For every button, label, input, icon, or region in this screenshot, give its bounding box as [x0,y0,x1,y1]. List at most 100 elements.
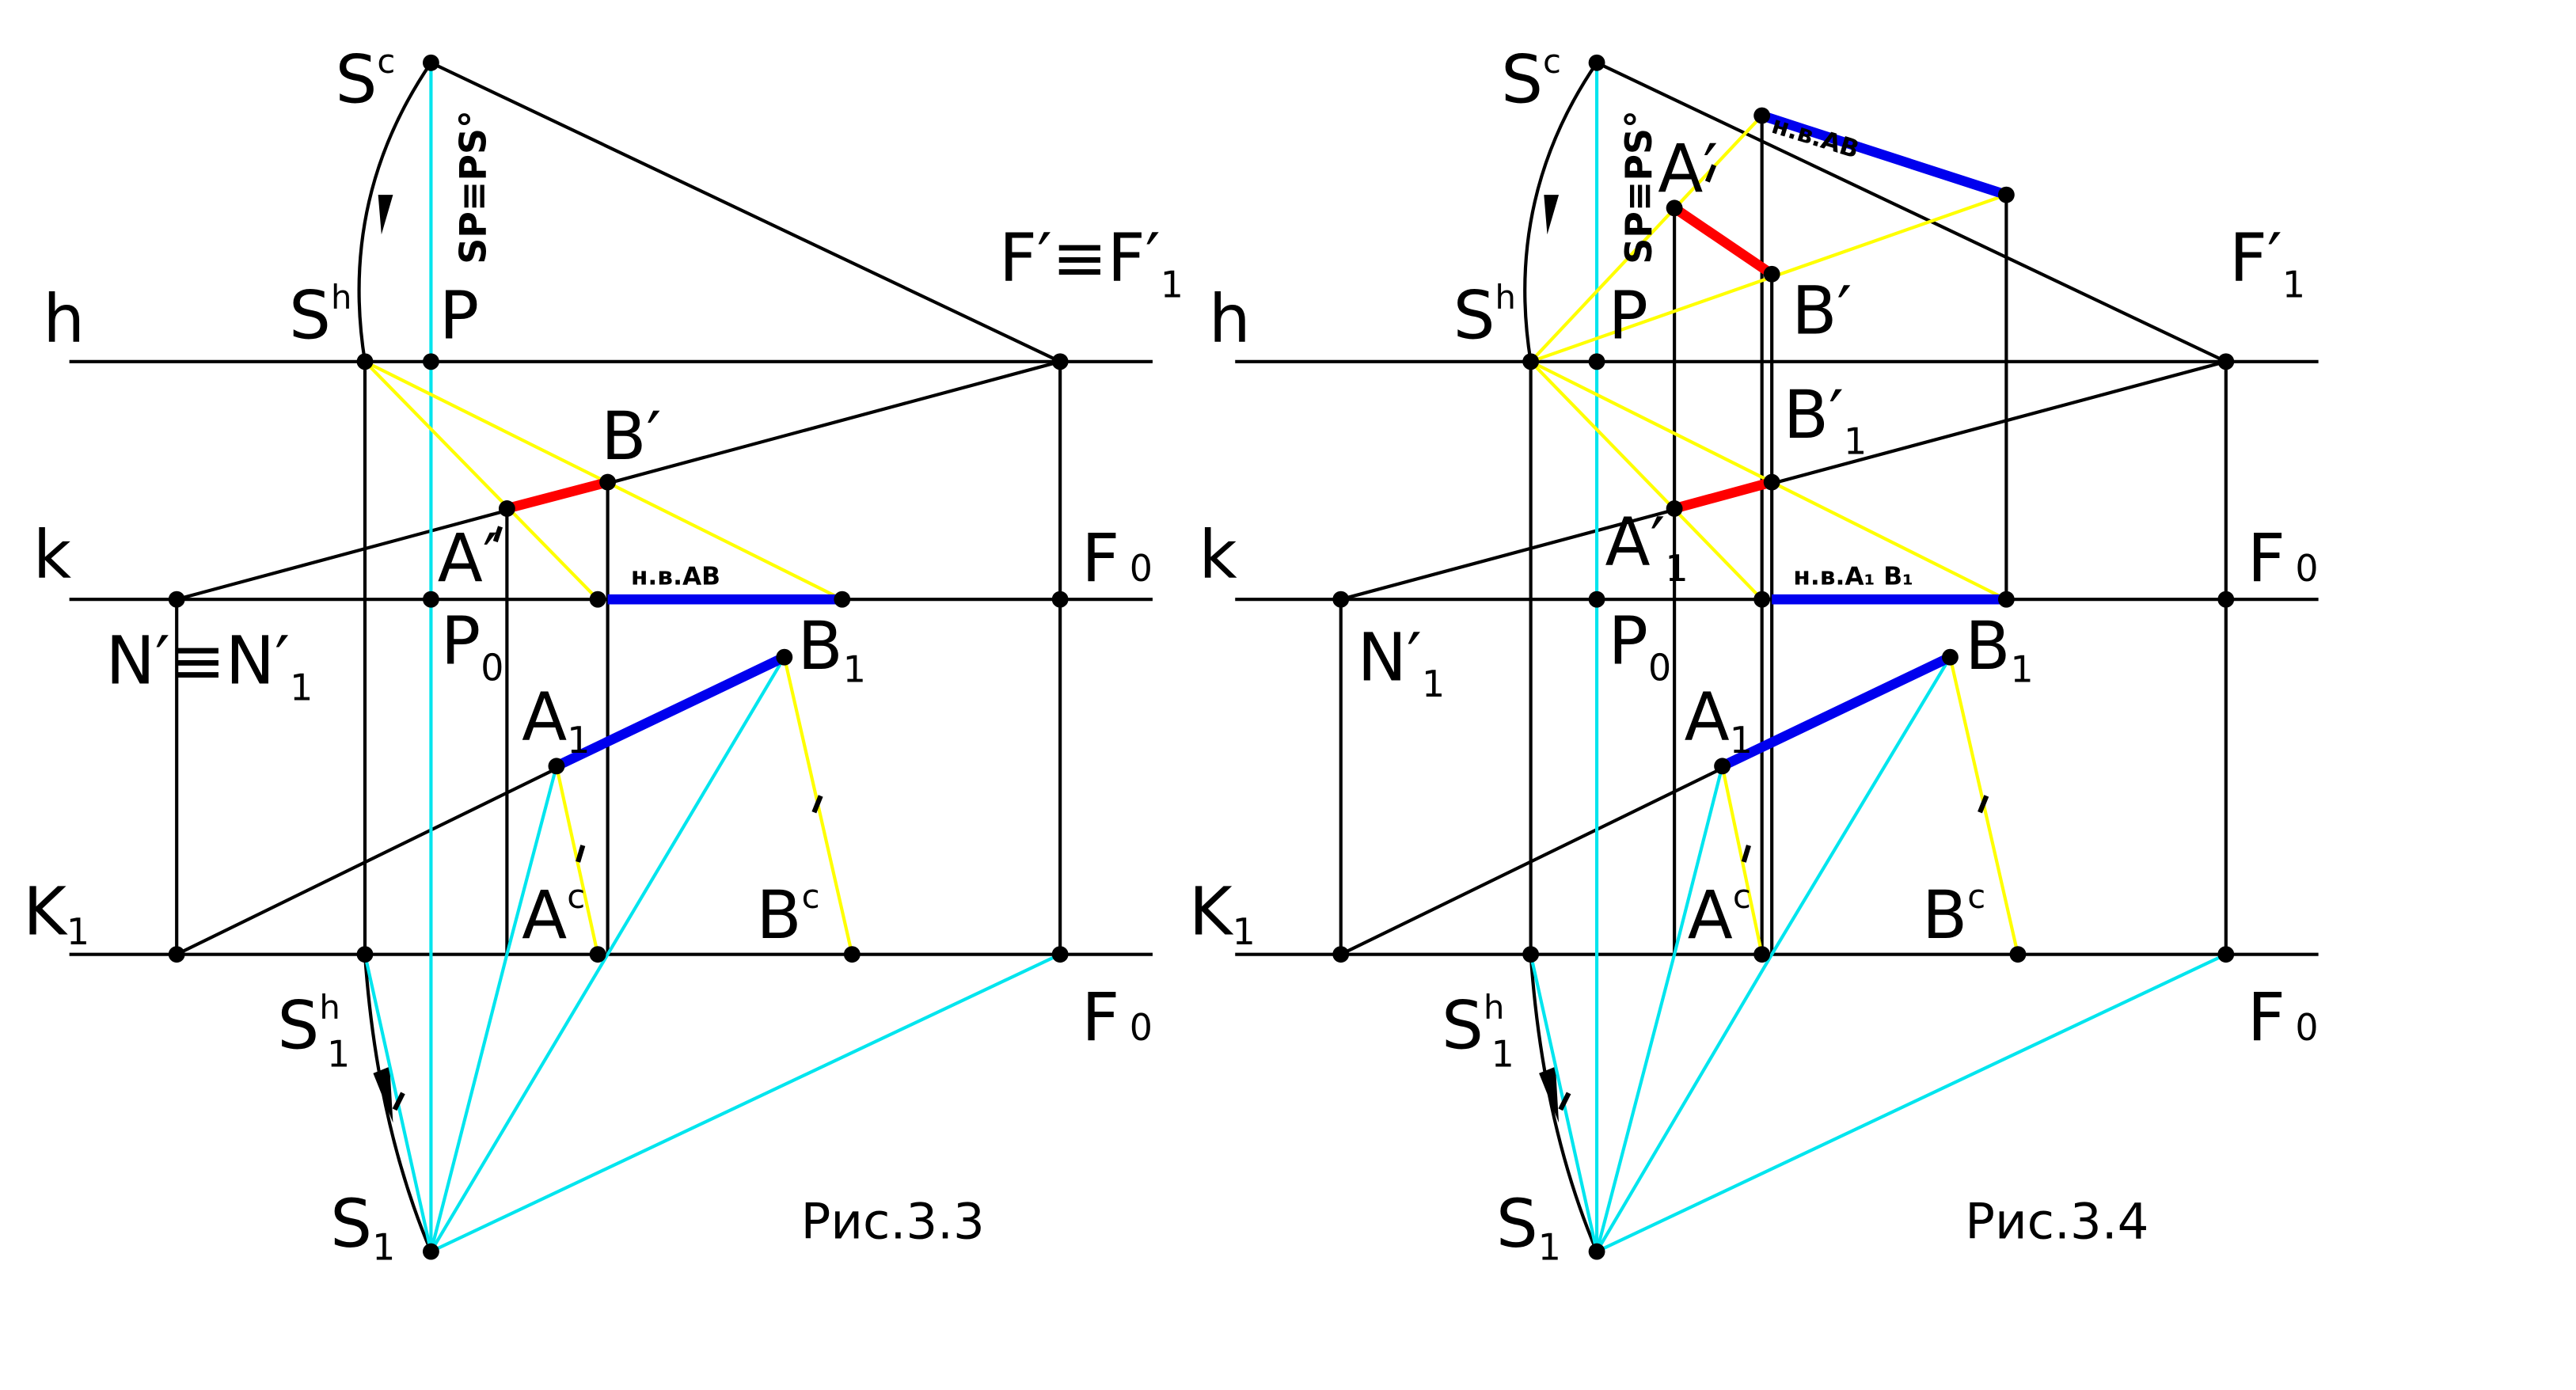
label-f-eq: F′≡F′1 [999,220,1184,306]
label-k-right: k [1199,517,1237,594]
label-b-prime: B′ [601,398,661,475]
dot-f0-bottom-right [2217,946,2235,963]
caption-fig-3-4: Рис.3.4 [1965,1192,2149,1250]
dot-k-end-right [1997,591,2015,608]
cyan-a-a1 [505,765,558,955]
label-p0: P0 [441,603,504,689]
dot-b1 [776,648,793,666]
figure-right: Sc SP≡PS° н.в.AB A′ Sh P B′ h F′1 B′1 k … [1189,41,2319,1269]
label-a-prime-right: A′ [1658,131,1718,207]
line-n-f-right [1340,359,2227,602]
label-a-prime: A′ [438,520,498,597]
cyan-s1-a-right [1595,954,1677,1252]
label-ac: Ac [522,877,585,954]
arc-s1h-s1 [363,954,433,1252]
dot-bc [843,946,861,963]
arc-sc-sh-right [1523,62,1598,363]
label-k1: K1 [23,874,89,954]
dot-p [422,353,439,370]
label-true-length-a1b1-right: н.в.A₁ B₁ [1793,562,1913,591]
dot-b1-right [1942,648,1959,666]
label-sp-eq-right: SP≡PS° [1617,110,1660,264]
dot-sh [356,353,374,370]
tick-b-right [1978,795,1989,814]
arrow-head-top [378,195,393,235]
label-sp-eq: SP≡PS° [451,110,494,264]
label-s1h-right: Sh [1442,988,1504,1065]
label-f1-prime-right: F′1 [2229,220,2305,306]
dot-n-right [1332,591,1350,608]
label-b1: B1 [797,608,865,691]
dot-a-prime-right [1666,199,1683,217]
arrow-head-bottom-right [1539,1066,1560,1123]
label-s1h-sub: 1 [327,1032,350,1075]
label-b1-right: B1 [1965,608,2033,691]
red-segment-ab-right [1671,203,1775,279]
label-sh: Sh [289,278,351,355]
dot-ac-right [1753,946,1771,963]
label-s1: S1 [330,1186,395,1269]
line-sc-f-right [1596,61,2227,363]
label-sh-right: Sh [1453,278,1516,355]
label-true-length-ab-right: н.в.AB [1769,111,1863,165]
dot-b1-prime-right [1763,473,1780,491]
label-n-eq: N′≡N′1 [105,623,313,709]
label-b-prime-right: B′ [1791,272,1852,349]
tick-b [811,795,823,814]
caption-fig-3-3: Рис.3.3 [801,1192,985,1250]
dot-b-prime-right [1763,265,1780,283]
dot-p0-right [1588,591,1605,608]
dot-sc-right [1588,54,1605,71]
label-p0-right: P0 [1609,603,1671,689]
label-s1-right: S1 [1496,1186,1561,1269]
dot-bc-right [2009,946,2027,963]
dot-a-prime [498,500,515,517]
arrow-head-top-right [1544,195,1560,235]
dot-a1-prime-right [1666,500,1683,517]
dot-sc [422,54,439,71]
cyan-s1-b-right [1595,953,1773,1253]
dot-a1 [548,758,565,775]
blue-true-length-ab-right [1760,111,2008,200]
dot-f0-top-right [2217,591,2235,608]
label-h-right: h [1209,281,1251,358]
dot-b-prime [599,473,617,491]
dot-f0-bottom [1051,946,1069,963]
arc-sc-sh [357,62,433,363]
label-bc: Bc [756,877,819,954]
label-s1h-sub-right: 1 [1491,1032,1514,1075]
dot-s1h [356,946,374,963]
dot-k1 [168,946,185,963]
line-sc-f [430,61,1062,363]
label-h: h [43,281,85,358]
label-a1: A1 [522,678,590,761]
tick-arc [392,1092,405,1111]
blue-segment-a1b1 [554,652,787,771]
label-n1-prime-right: N′1 [1358,619,1446,705]
dot-a1-right [1714,758,1731,775]
dot-n [168,591,185,608]
dot-nv-b-right [1753,107,1771,124]
dot-k1-right [1332,946,1350,963]
label-k1-right: K1 [1189,874,1256,954]
tick-a-right [1704,164,1717,183]
label-k: k [33,517,72,594]
tick-a1-right [1741,845,1751,863]
cyan-b-b1-right [1770,656,1952,955]
yellow-sh-k1-right [1529,360,1764,601]
arc-s1h-s1-right [1529,954,1598,1252]
label-b1-prime-right: B′1 [1784,377,1867,463]
label-bc-right: Bc [1922,877,1985,954]
dot-s1h-right [1522,946,1540,963]
dot-s1-right [1588,1243,1605,1260]
line-n-f [176,359,1061,602]
dot-s1 [422,1243,439,1260]
tick-arc-right [1558,1092,1571,1111]
blue-segment-a1b1-low-right [1719,652,1953,771]
